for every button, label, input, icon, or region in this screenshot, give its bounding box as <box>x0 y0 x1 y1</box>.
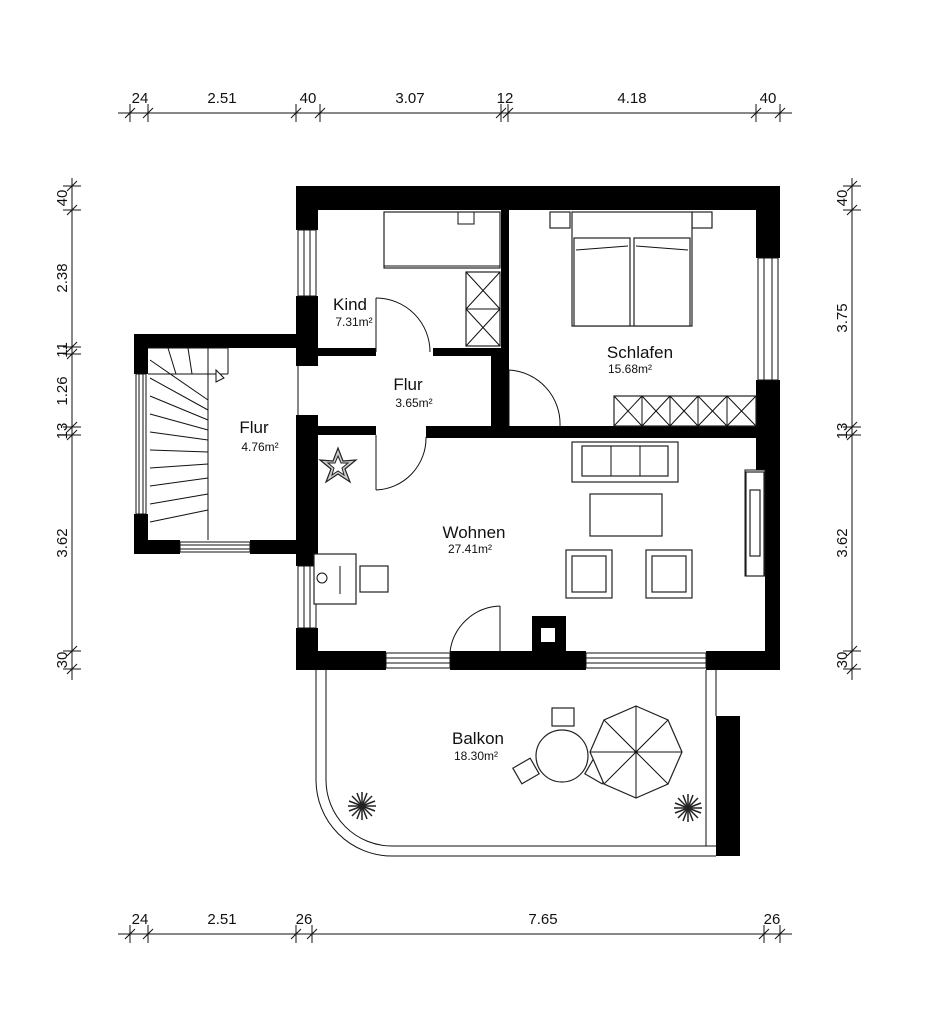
schlafen-furniture <box>549 211 757 427</box>
dim-left-5: 13 <box>54 423 71 440</box>
dim-left-6: 3.62 <box>54 528 71 557</box>
room-area-balkon: 18.30m² <box>454 749 498 763</box>
dim-top-2: 2.51 <box>207 90 236 107</box>
dim-right-1: 40 <box>834 190 851 207</box>
dim-top-7: 40 <box>760 90 777 107</box>
room-name-kind: Kind <box>333 295 367 314</box>
dim-bottom-5: 26 <box>764 911 781 928</box>
room-name-balkon: Balkon <box>452 729 504 748</box>
balkon-furniture <box>348 705 702 822</box>
dimension-chain-bottom: 24 2.51 26 7.65 26 <box>118 911 792 943</box>
room-name-schlafen: Schlafen <box>607 343 673 362</box>
room-name-flur-left: Flur <box>239 418 269 437</box>
dim-bottom-4: 7.65 <box>528 911 557 928</box>
dimension-chain-left: 40 2.38 11 1.26 13 3.62 30 <box>54 178 81 680</box>
room-name-wohnen: Wohnen <box>442 523 505 542</box>
dimension-chain-top: 24 2.51 40 3.07 12 4.18 40 <box>118 90 792 122</box>
dim-left-1: 40 <box>54 190 71 207</box>
dim-right-5: 30 <box>834 652 851 669</box>
wohnen-furniture <box>313 441 765 652</box>
staircase <box>148 347 229 540</box>
room-area-wohnen: 27.41m² <box>448 542 492 556</box>
balkon-outline <box>315 670 717 857</box>
dim-right-3: 13 <box>834 423 851 440</box>
room-area-schlafen: 15.68m² <box>608 362 652 376</box>
kind-furniture <box>383 211 501 347</box>
dim-bottom-1: 24 <box>132 911 149 928</box>
room-label-wohnen: Wohnen 27.41m² <box>442 523 505 556</box>
dimension-chain-right: 40 3.75 13 3.62 30 <box>834 178 861 680</box>
dim-top-1: 24 <box>132 90 149 107</box>
dim-left-7: 30 <box>54 652 71 669</box>
room-area-kind: 7.31m² <box>335 315 372 329</box>
room-label-flur-left: Flur 4.76m² <box>239 418 278 454</box>
dim-top-5: 12 <box>497 90 514 107</box>
dim-left-2: 2.38 <box>54 263 71 292</box>
dim-top-6: 4.18 <box>617 90 646 107</box>
dim-top-3: 40 <box>300 90 317 107</box>
room-label-flur-center: Flur 3.65m² <box>393 375 432 410</box>
dim-bottom-3: 26 <box>296 911 313 928</box>
dim-left-3: 11 <box>54 342 71 358</box>
windows <box>135 229 779 669</box>
dim-top-4: 3.07 <box>395 90 424 107</box>
dim-right-2: 3.75 <box>834 303 851 332</box>
room-label-balkon: Balkon 18.30m² <box>452 729 504 763</box>
dim-bottom-2: 2.51 <box>207 911 236 928</box>
room-area-flur-left: 4.76m² <box>241 440 278 454</box>
room-label-schlafen: Schlafen 15.68m² <box>607 343 673 376</box>
room-label-kind: Kind 7.31m² <box>333 295 373 329</box>
walls <box>134 186 780 856</box>
dim-left-4: 1.26 <box>54 376 71 405</box>
room-area-flur-center: 3.65m² <box>395 396 432 410</box>
doors <box>297 297 561 653</box>
dim-right-4: 3.62 <box>834 528 851 557</box>
room-name-flur-center: Flur <box>393 375 423 394</box>
